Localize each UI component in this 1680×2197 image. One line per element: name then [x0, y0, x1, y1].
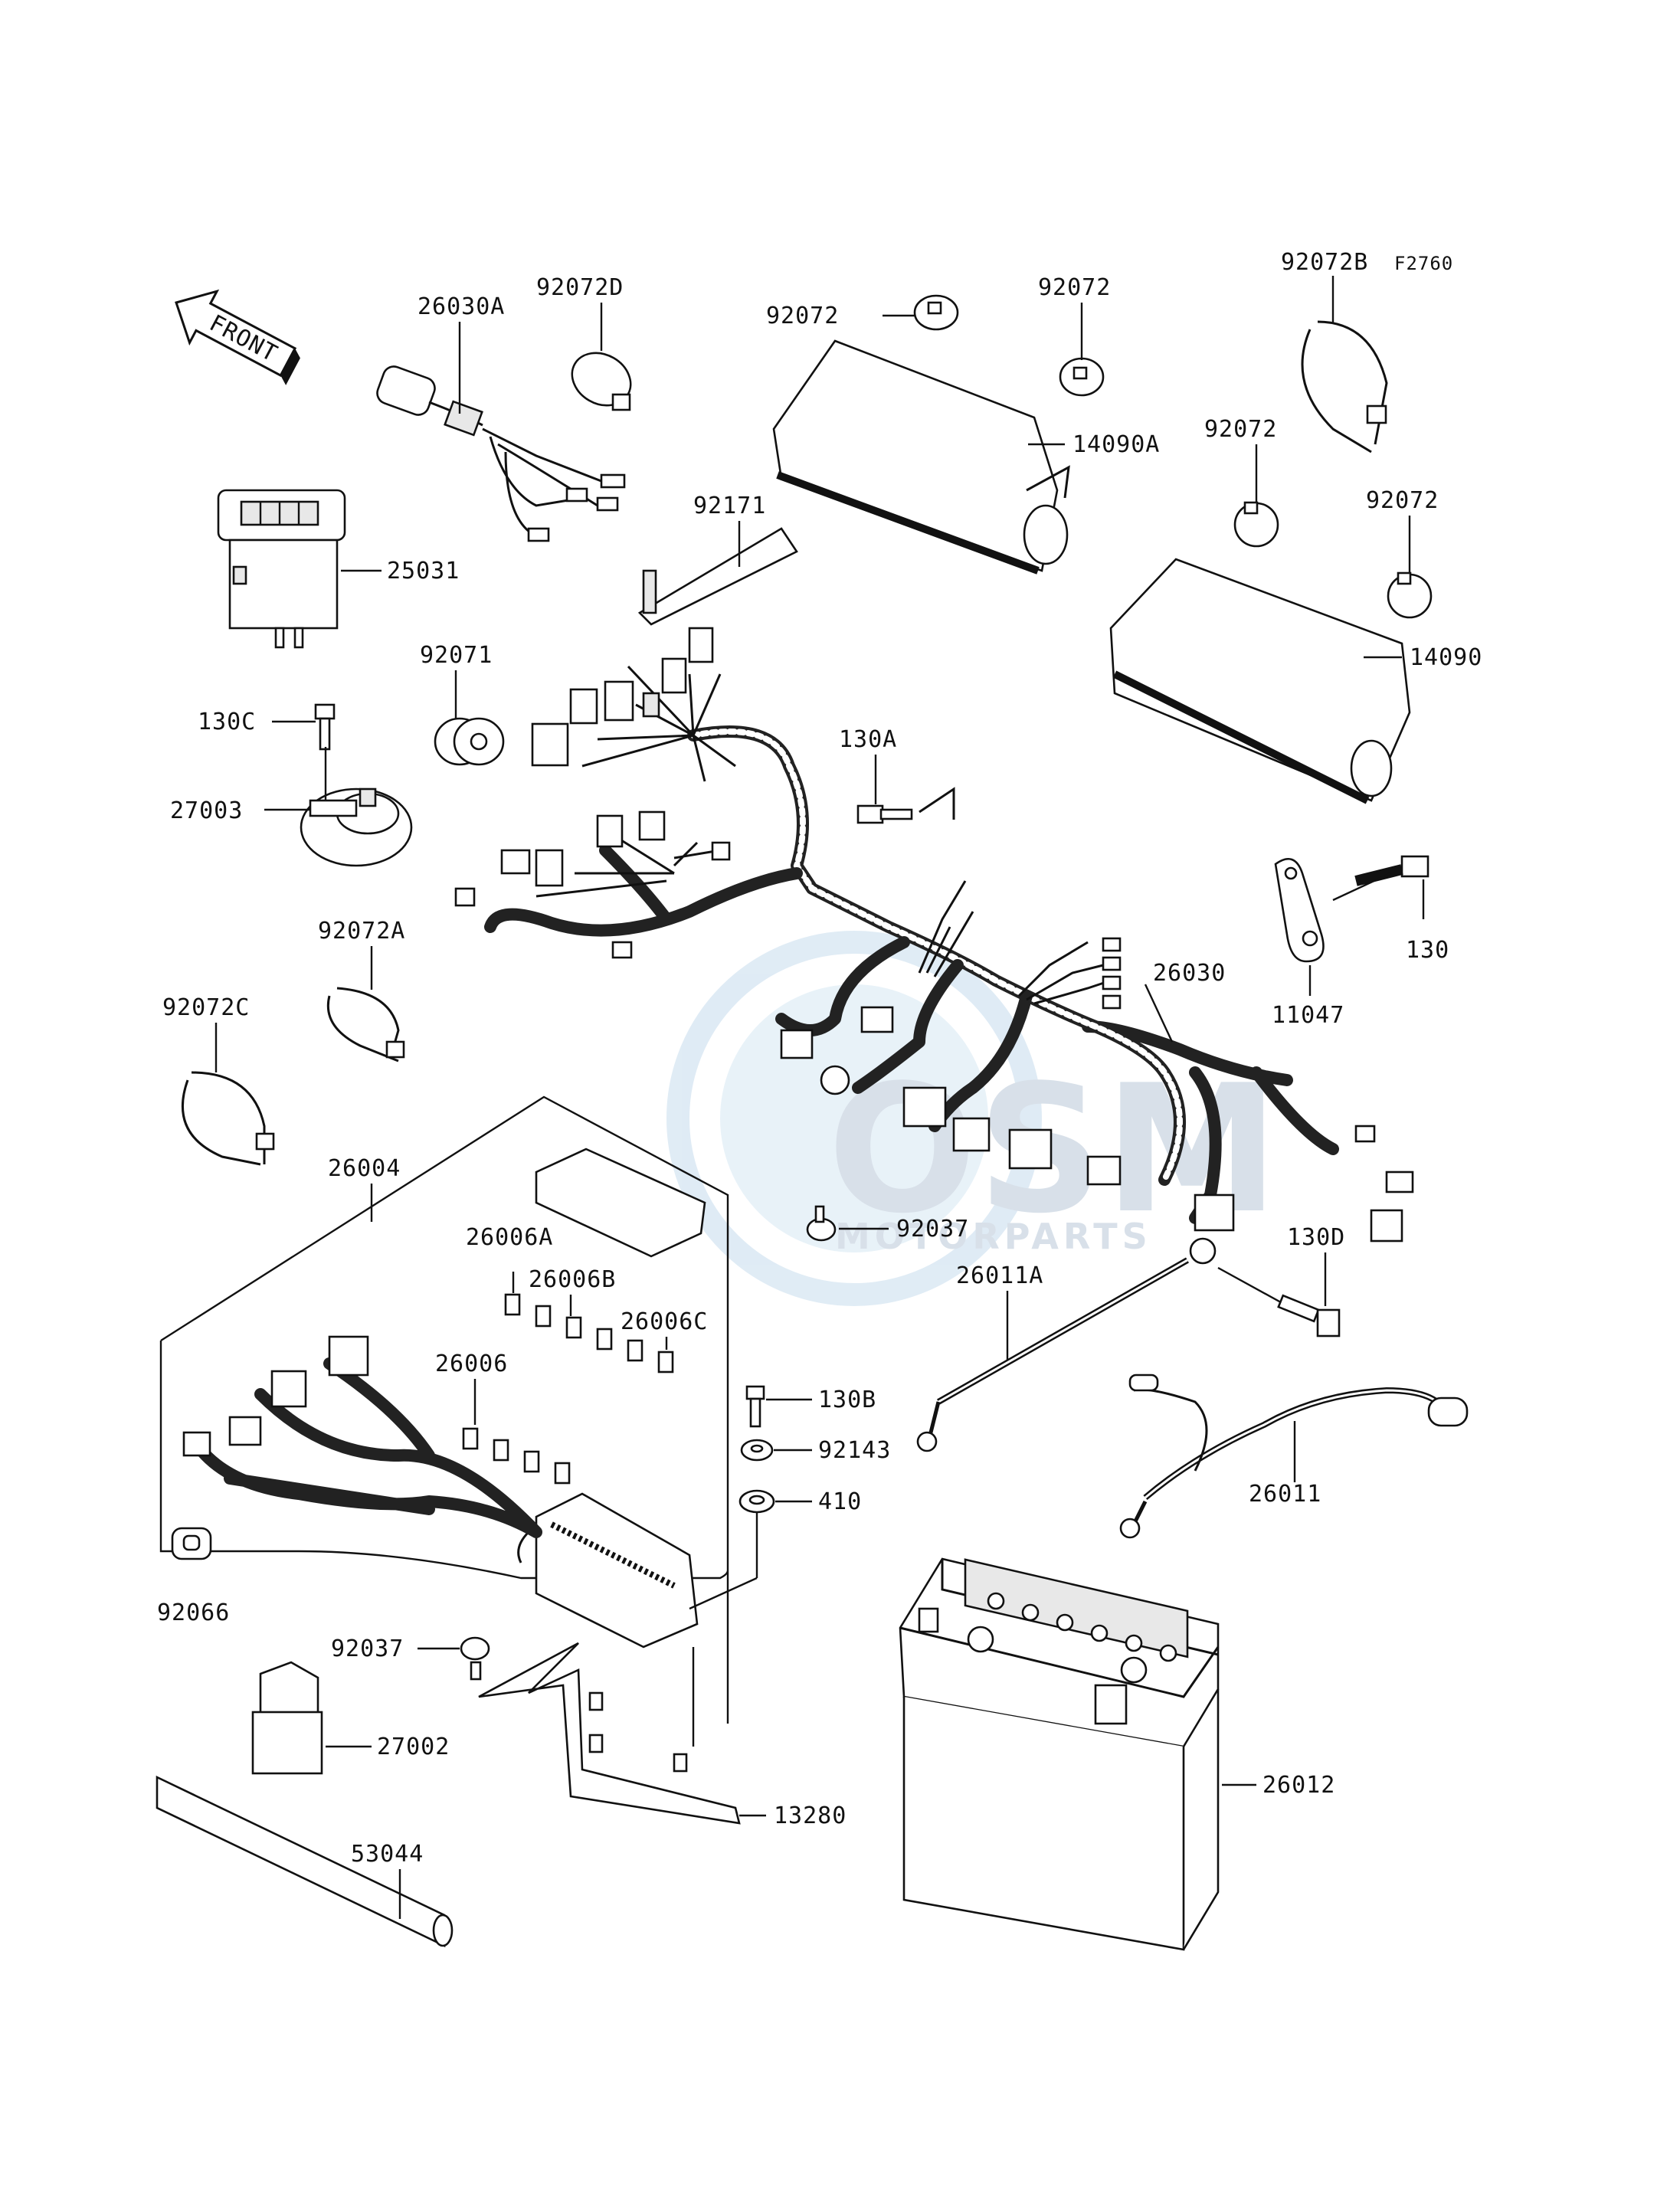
label-130C: 130C — [198, 709, 256, 735]
label-92072-c: 92072 — [1204, 416, 1277, 443]
part-130 — [1332, 855, 1429, 919]
part-92072-b — [1059, 303, 1105, 397]
part-130A — [856, 755, 955, 824]
label-53044: 53044 — [351, 1841, 424, 1868]
part-92171 — [637, 521, 798, 626]
label-92143: 92143 — [818, 1437, 891, 1464]
label-26030: 26030 — [1153, 960, 1226, 987]
part-92072D — [571, 303, 632, 411]
diagram-code: F2760 — [1394, 253, 1453, 274]
part-92071 — [434, 670, 505, 766]
part-92072-c — [1233, 444, 1279, 548]
part-26012 — [899, 1557, 1256, 1951]
label-14090A: 14090A — [1073, 431, 1160, 458]
label-26030A: 26030A — [418, 293, 505, 320]
part-26030-harness — [454, 627, 1414, 1243]
label-92072C: 92072C — [162, 994, 250, 1021]
label-14090: 14090 — [1410, 644, 1482, 671]
label-26006: 26006 — [435, 1351, 508, 1377]
part-410 — [689, 1489, 812, 1610]
part-26030A — [376, 322, 626, 542]
part-11047 — [1274, 857, 1325, 996]
label-26011A: 26011A — [956, 1262, 1043, 1289]
label-130A: 130A — [839, 726, 897, 753]
part-27003 — [264, 747, 413, 867]
label-92072B: 92072B — [1281, 249, 1368, 276]
label-27003: 27003 — [170, 797, 243, 824]
label-92037-b: 92037 — [331, 1635, 404, 1662]
label-26006A: 26006A — [466, 1224, 553, 1251]
label-92072-d: 92072 — [1366, 487, 1439, 514]
label-92171: 92171 — [693, 493, 766, 519]
front-label: FRONT — [205, 309, 282, 368]
label-27002: 27002 — [377, 1734, 450, 1760]
label-26011: 26011 — [1249, 1481, 1321, 1508]
part-92143 — [740, 1439, 812, 1462]
part-92072C — [181, 1023, 275, 1166]
part-26011A — [916, 1237, 1217, 1452]
label-26006C: 26006C — [621, 1308, 708, 1335]
label-26012: 26012 — [1262, 1772, 1335, 1799]
label-26006B: 26006B — [529, 1266, 616, 1293]
part-26004-assembly — [159, 1095, 729, 1724]
part-130C — [272, 703, 336, 751]
label-130B: 130B — [818, 1387, 876, 1413]
part-92037-b — [418, 1636, 490, 1681]
label-92072A: 92072A — [318, 918, 405, 945]
label-130D: 130D — [1287, 1224, 1345, 1251]
label-92037-a: 92037 — [896, 1216, 969, 1243]
part-92072B — [1301, 276, 1388, 453]
part-25031 — [217, 489, 382, 649]
part-26011 — [1119, 1374, 1469, 1539]
label-25031: 25031 — [387, 558, 460, 584]
part-130B — [745, 1385, 812, 1428]
part-53044 — [156, 1775, 454, 1948]
part-92066 — [171, 1527, 212, 1560]
label-11047: 11047 — [1272, 1002, 1344, 1029]
label-26004: 26004 — [328, 1155, 401, 1182]
label-410: 410 — [818, 1488, 862, 1515]
part-92072-a — [883, 294, 959, 331]
label-130: 130 — [1406, 937, 1449, 964]
label-92072-a: 92072 — [766, 303, 839, 329]
part-130D — [1217, 1252, 1341, 1338]
label-92072-b: 92072 — [1038, 274, 1111, 301]
part-14090 — [1109, 558, 1411, 804]
label-13280: 13280 — [774, 1802, 847, 1829]
watermark-sub: MOTORPARTS — [835, 1216, 1152, 1257]
part-13280 — [478, 1642, 766, 1825]
part-14090A — [772, 339, 1070, 575]
label-92072D: 92072D — [536, 274, 624, 301]
part-92072A — [326, 946, 405, 1062]
part-27002 — [251, 1661, 372, 1775]
part-92072-d — [1387, 516, 1433, 619]
label-92071: 92071 — [420, 642, 493, 669]
front-arrow: FRONT — [175, 289, 300, 385]
part-92037-a — [806, 1205, 889, 1242]
label-92066: 92066 — [157, 1599, 230, 1626]
